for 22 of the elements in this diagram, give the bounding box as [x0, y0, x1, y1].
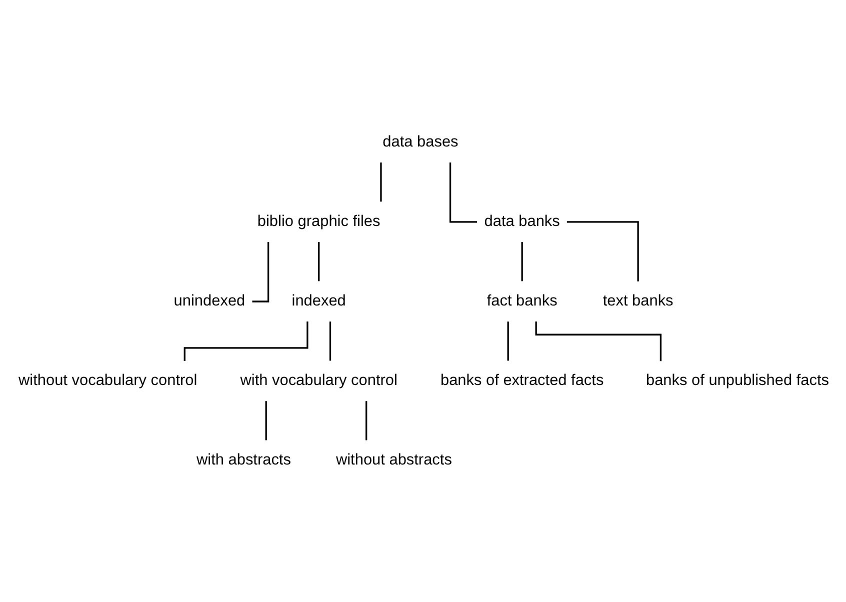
- connector: [566, 220, 638, 281]
- connector: [328, 321, 331, 360]
- node-text: unindexed: [173, 292, 245, 310]
- node-text: data bases: [382, 133, 458, 150]
- node-text: fact banks: [486, 292, 557, 310]
- node-text: indexed: [291, 292, 346, 310]
- node-text: text banks: [602, 292, 673, 310]
- connector: [318, 242, 320, 281]
- node-text: banks of extracted facts: [440, 372, 604, 389]
- node-text: data banks: [484, 212, 560, 230]
- node-text: biblio graphic files: [256, 212, 380, 230]
- node-text: banks of unpublished facts: [645, 372, 828, 389]
- node-text: without abstracts: [335, 451, 452, 468]
- node-text: with vocabulary control: [240, 372, 397, 389]
- connector: [380, 162, 382, 202]
- connector: [448, 162, 477, 222]
- connector: [264, 400, 266, 440]
- connector: [365, 400, 367, 440]
- node-text: with abstracts: [196, 451, 290, 468]
- connector: [520, 242, 522, 281]
- connector: [506, 321, 508, 360]
- node-text: without vocabulary control: [18, 372, 197, 389]
